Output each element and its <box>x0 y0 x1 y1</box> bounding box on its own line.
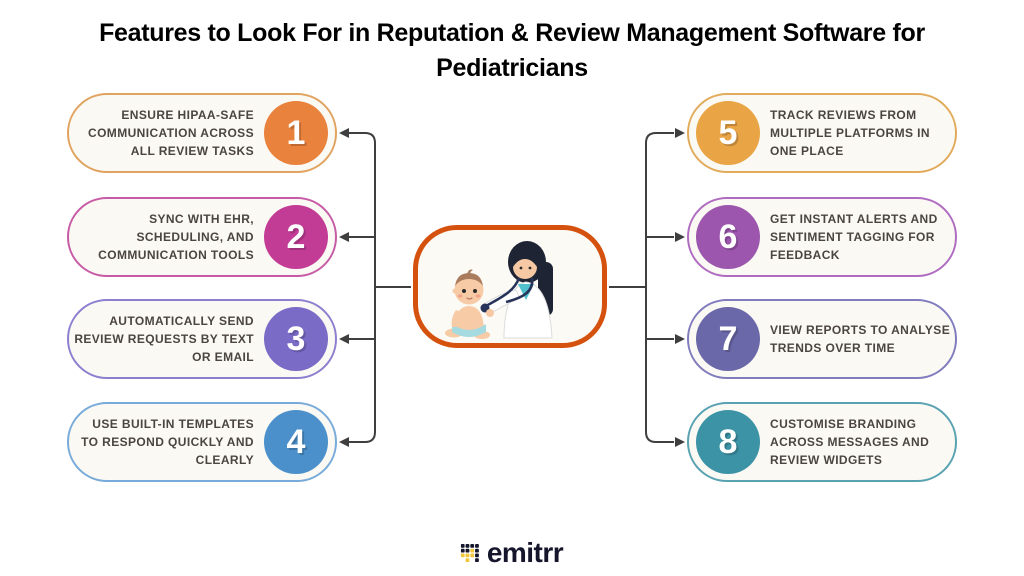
feature-number-badge-6: 6 <box>696 205 760 269</box>
feature-pill-5: 5 TRACK REVIEWS FROM MULTIPLE PLATFORMS … <box>687 93 957 173</box>
feature-pill-8: 8 CUSTOMISE BRANDING ACROSS MESSAGES AND… <box>687 402 957 482</box>
feature-number-badge-2: 2 <box>264 205 328 269</box>
feature-number-badge-8: 8 <box>696 410 760 474</box>
center-illustration-box <box>413 225 607 348</box>
feature-number-badge-1: 1 <box>264 101 328 165</box>
feature-text-4: USE BUILT-IN TEMPLATES TO RESPOND QUICKL… <box>81 417 254 467</box>
feature-text-8: CUSTOMISE BRANDING ACROSS MESSAGES AND R… <box>770 417 930 467</box>
feature-text-6: GET INSTANT ALERTS AND SENTIMENT TAGGING… <box>770 212 938 262</box>
arrowheads <box>339 128 685 447</box>
feature-pill-7: 7 VIEW REPORTS TO ANALYSE TRENDS OVER TI… <box>687 299 957 379</box>
feature-pill-3: AUTOMATICALLY SEND REVIEW REQUESTS BY TE… <box>67 299 337 379</box>
emitrr-logo: emitrr <box>460 537 564 569</box>
pediatrician-baby-illustration <box>445 241 553 339</box>
feature-pill-6: 6 GET INSTANT ALERTS AND SENTIMENT TAGGI… <box>687 197 957 277</box>
page-title: Features to Look For in Reputation & Rev… <box>99 19 925 82</box>
feature-number-badge-4: 4 <box>264 410 328 474</box>
feature-text-3: AUTOMATICALLY SEND REVIEW REQUESTS BY TE… <box>74 314 254 364</box>
feature-text-7: VIEW REPORTS TO ANALYSE TRENDS OVER TIME <box>770 323 951 355</box>
feature-pill-2: SYNC WITH EHR, SCHEDULING, AND COMMUNICA… <box>67 197 337 277</box>
emitrr-logo-word: emitrr <box>486 537 564 568</box>
feature-pill-1: ENSURE HIPAA-SAFE COMMUNICATION ACROSS A… <box>67 93 337 173</box>
feature-number-badge-5: 5 <box>696 101 760 165</box>
feature-text-1: ENSURE HIPAA-SAFE COMMUNICATION ACROSS A… <box>88 108 254 158</box>
feature-number-badge-7: 7 <box>696 307 760 371</box>
feature-text-5: TRACK REVIEWS FROM MULTIPLE PLATFORMS IN… <box>770 108 930 158</box>
feature-pill-4: USE BUILT-IN TEMPLATES TO RESPOND QUICKL… <box>67 402 337 482</box>
emitrr-logo-icon <box>460 543 479 562</box>
feature-text-2: SYNC WITH EHR, SCHEDULING, AND COMMUNICA… <box>98 212 254 262</box>
feature-number-badge-3: 3 <box>264 307 328 371</box>
